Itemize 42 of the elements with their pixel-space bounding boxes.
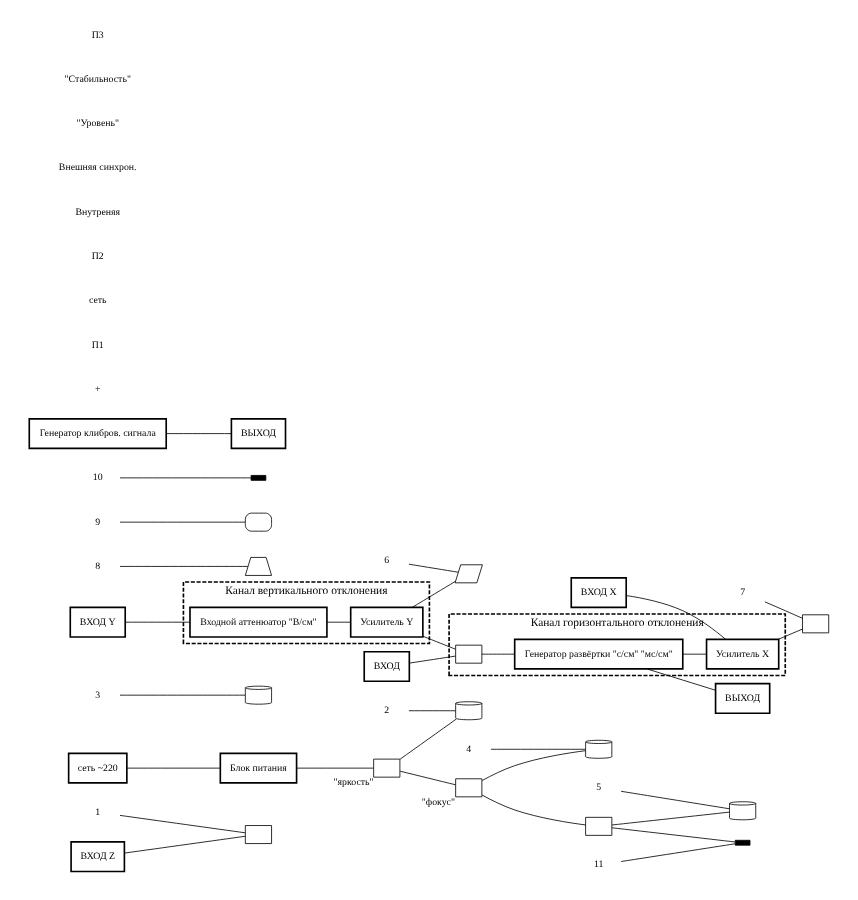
- node-box: [585, 816, 613, 836]
- connector: [611, 811, 730, 826]
- connector: [646, 668, 716, 691]
- connector: [119, 566, 249, 567]
- connector: [611, 827, 736, 843]
- connector: [408, 710, 456, 712]
- connector: [408, 563, 459, 573]
- node-trapezium: [244, 557, 272, 576]
- connector: [490, 748, 586, 750]
- connector: [777, 628, 803, 640]
- connector: [764, 601, 803, 619]
- connector: [165, 433, 232, 434]
- connector: [625, 595, 727, 640]
- node-parallelogram: [454, 564, 483, 584]
- node-bar: [734, 839, 751, 846]
- connector: [481, 794, 586, 826]
- connector: [481, 653, 515, 655]
- connector: [422, 635, 456, 650]
- connector: [481, 750, 586, 781]
- connector: [119, 815, 246, 834]
- connector: [620, 843, 736, 862]
- connector: [119, 521, 246, 523]
- connector: [399, 718, 457, 760]
- node-box: [244, 825, 272, 844]
- connector: [682, 653, 707, 655]
- node-box: [455, 778, 483, 798]
- connector: [620, 790, 730, 810]
- node-curve: [244, 512, 272, 532]
- connector: [411, 580, 456, 608]
- connector: [119, 477, 252, 479]
- connector: [408, 655, 456, 664]
- node-bar: [250, 475, 267, 481]
- node-box: [373, 758, 401, 778]
- connector: [124, 835, 246, 854]
- node-box: [802, 614, 830, 634]
- connector: [126, 767, 221, 769]
- connector: [125, 621, 191, 623]
- connector: [296, 767, 374, 769]
- connector: [399, 770, 456, 786]
- node-box: [455, 644, 483, 664]
- connector: [326, 621, 351, 623]
- connector: [119, 694, 246, 696]
